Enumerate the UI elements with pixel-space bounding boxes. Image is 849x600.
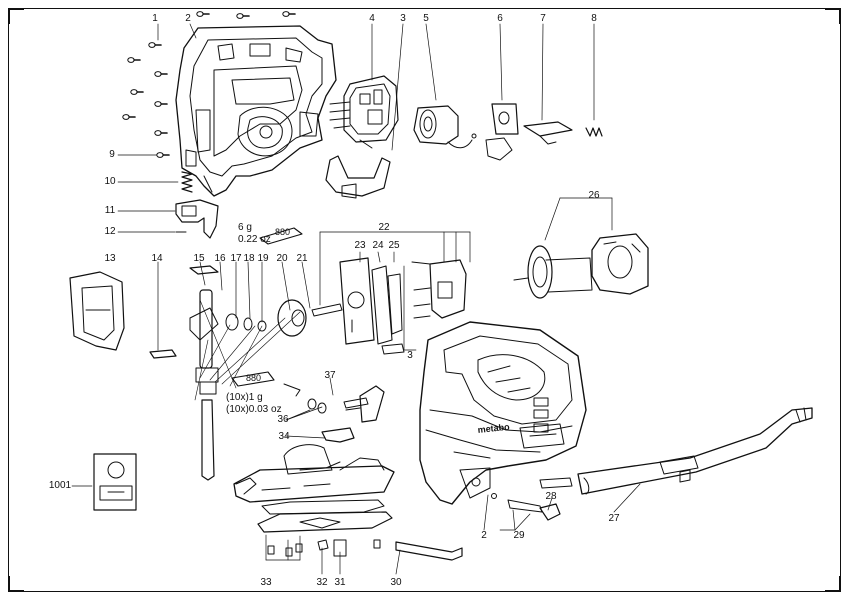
label-14: 14	[151, 253, 163, 264]
label-17: 17	[230, 253, 242, 264]
base-plate	[233, 444, 395, 503]
switch-6	[485, 103, 519, 161]
label-18: 18	[243, 253, 255, 264]
extraction-hose-27	[539, 407, 813, 495]
parts-36-37	[283, 383, 385, 423]
guide-11	[175, 199, 219, 239]
spring-8	[585, 127, 603, 137]
label-29: 29	[513, 530, 525, 541]
switch-cover-3	[325, 155, 391, 199]
label-7: 7	[540, 13, 546, 24]
corner-mark-tr	[825, 8, 841, 24]
label-5: 5	[423, 13, 429, 24]
label-34: 34	[278, 431, 290, 442]
inset-1001	[93, 453, 137, 511]
part-14	[149, 349, 177, 359]
grease-upper-weight-g: 6 g	[238, 222, 252, 233]
bracket-22	[411, 259, 467, 319]
label-12: 12	[104, 226, 116, 237]
screws-31-32	[267, 539, 381, 557]
plate-23	[339, 257, 375, 345]
label-1: 1	[152, 13, 158, 24]
label-21: 21	[296, 253, 308, 264]
label-3: 3	[400, 13, 406, 24]
drawing-frame	[8, 8, 841, 592]
screws-1	[122, 10, 296, 159]
armature-26	[513, 245, 593, 299]
field-26	[591, 233, 649, 295]
housing-half-left	[175, 25, 337, 197]
label-13: 13	[104, 253, 116, 264]
label-10: 10	[104, 176, 116, 187]
label-11: 11	[104, 205, 116, 216]
plunger-16	[189, 289, 219, 481]
label-31: 31	[334, 577, 346, 588]
label-8: 8	[591, 13, 597, 24]
label-6: 6	[497, 13, 503, 24]
label-24: 24	[372, 240, 384, 251]
label-36: 36	[277, 414, 289, 425]
label-2b: 2	[481, 530, 487, 541]
grease-tube-upper	[259, 227, 303, 245]
label-9: 9	[109, 149, 115, 160]
cover-13	[69, 271, 125, 351]
part-15	[189, 265, 219, 275]
label-26: 26	[588, 190, 600, 201]
label-30: 30	[390, 577, 402, 588]
grease-tube-lower	[231, 371, 275, 387]
label-37: 37	[324, 370, 336, 381]
grease-upper-code: 880	[275, 227, 291, 237]
motor-unit-5	[413, 105, 477, 149]
label-4: 4	[369, 13, 375, 24]
label-27: 27	[608, 513, 620, 524]
label-1001: 1001	[48, 480, 72, 491]
corner-mark-br	[825, 576, 841, 592]
label-16: 16	[214, 253, 226, 264]
grease-lower-weight-g: (10x)1 g	[226, 392, 263, 403]
leader-lines	[71, 23, 641, 575]
brand-text: metabo	[477, 422, 510, 435]
main-tool-body	[419, 321, 587, 505]
slide-7	[523, 121, 573, 145]
grease-lower-weight-oz: (10x)0.03 oz	[226, 404, 282, 415]
allen-key-30	[395, 541, 463, 561]
label-2: 2	[185, 13, 191, 24]
corner-mark-bl	[8, 576, 24, 592]
plate-25	[381, 273, 405, 355]
label-22: 22	[378, 222, 390, 233]
label-25: 25	[388, 240, 400, 251]
clip-34	[321, 427, 355, 443]
label-23: 23	[354, 240, 366, 251]
spring-10	[181, 171, 193, 193]
plate-24	[371, 265, 393, 345]
label-33: 33	[260, 577, 272, 588]
grease-upper-weight-oz: 0.22 oz	[238, 234, 271, 245]
parts-28-29	[491, 493, 561, 521]
corner-mark-tl	[8, 8, 24, 24]
grease-lower-code: 880	[246, 373, 262, 383]
electronics-module-4	[329, 75, 399, 149]
label-3b: 3	[407, 350, 413, 361]
label-19: 19	[257, 253, 269, 264]
parts-17-21	[225, 299, 343, 337]
label-32: 32	[316, 577, 328, 588]
sole-plates-33	[257, 499, 393, 533]
label-15: 15	[193, 253, 205, 264]
label-28: 28	[545, 491, 557, 502]
label-20: 20	[276, 253, 288, 264]
